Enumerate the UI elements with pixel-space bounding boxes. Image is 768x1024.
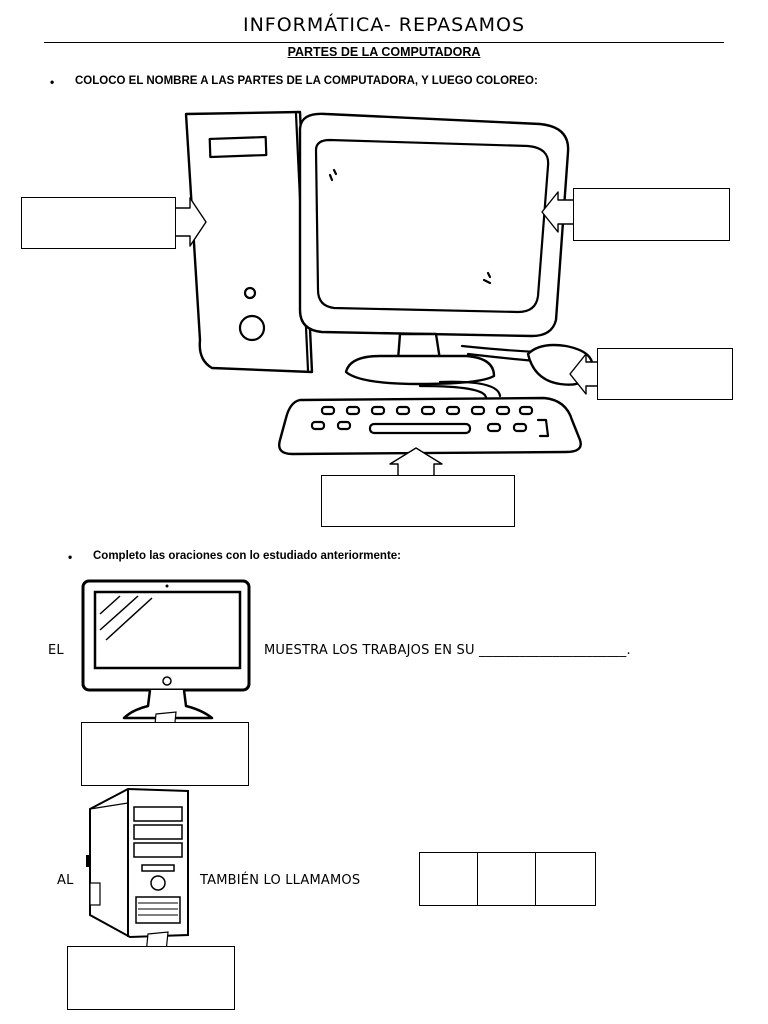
cpu-tower-drawing	[184, 110, 314, 374]
letter-box-3[interactable]	[535, 852, 596, 906]
answer-box-cpu[interactable]	[21, 197, 176, 249]
arrow-up-icon	[389, 447, 443, 476]
monitor-drawing	[298, 112, 570, 400]
sentence-1-prefix: EL	[48, 643, 64, 658]
sentence-1-text: MUESTRA LOS TRABAJOS EN SU _____________…	[264, 643, 631, 658]
sentence-2-prefix: AL	[57, 873, 74, 888]
arrow-right-icon	[174, 197, 207, 247]
letter-box-2[interactable]	[477, 852, 537, 906]
answer-box-mouse[interactable]	[597, 348, 733, 400]
arrow-left-icon	[569, 353, 598, 395]
answer-box-monitor[interactable]	[573, 188, 730, 241]
keyboard-drawing	[278, 396, 582, 456]
sentence-2-text: TAMBIÉN LO LLAMAMOS	[200, 873, 361, 888]
answer-box-cpu-2[interactable]	[67, 946, 235, 1010]
bullet-1: •	[50, 75, 55, 89]
label-arrows	[174, 191, 598, 476]
letter-box-1[interactable]	[419, 852, 479, 906]
instruction-1: COLOCO EL NOMBRE A LAS PARTES DE LA COMP…	[75, 75, 538, 87]
answer-box-monitor-2[interactable]	[81, 722, 249, 786]
arrow-left-icon	[541, 191, 574, 233]
bullet-2: •	[68, 550, 73, 564]
page-subtitle: PARTES DE LA COMPUTADORA	[287, 45, 481, 59]
computer-illustration	[184, 110, 594, 456]
title-divider	[44, 42, 724, 43]
monitor-icon	[81, 579, 251, 720]
answer-box-keyboard[interactable]	[321, 475, 515, 527]
instruction-2: Completo las oraciones con lo estudiado …	[93, 550, 402, 562]
cpu-tower-icon	[86, 787, 189, 939]
page-title: INFORMÁTICA- REPASAMOS	[242, 14, 526, 36]
